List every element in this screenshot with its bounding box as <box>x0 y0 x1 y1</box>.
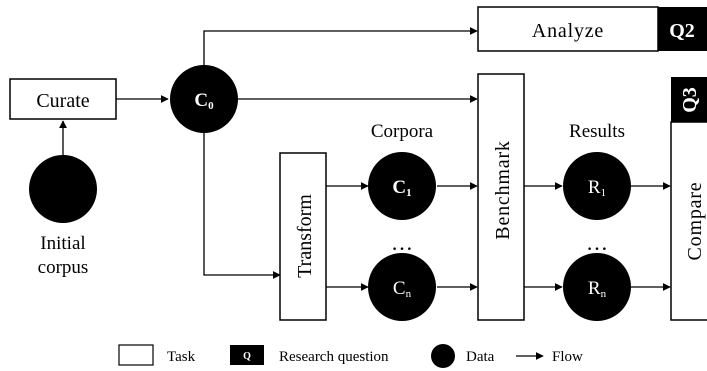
task-curate-label: Curate <box>36 90 89 112</box>
corpora-ellipsis: … <box>391 230 413 255</box>
data-node-c0: C0 <box>170 65 238 133</box>
q3-label: Q3 <box>679 87 701 113</box>
q2-label: Q2 <box>669 20 695 42</box>
r1-subscript: 1 <box>601 187 607 199</box>
svg-text:R1: R1 <box>588 177 606 199</box>
rn-letter: R <box>588 278 601 299</box>
cn-subscript: n <box>406 288 412 300</box>
c1-letter: C <box>392 177 406 198</box>
results-ellipsis: … <box>586 230 608 255</box>
legend-data-label: Data <box>466 349 495 365</box>
legend-research-question-swatch <box>230 345 264 365</box>
legend: Task Q Research question Data Flow <box>118 344 583 368</box>
c0-letter: C <box>194 90 208 111</box>
legend-task-label: Task <box>167 349 196 365</box>
initial-corpus-node <box>29 155 97 223</box>
task-transform: Transform <box>279 152 327 321</box>
legend-research-question-icon: Q <box>243 351 251 362</box>
flow-arrows <box>59 27 671 291</box>
svg-text:Rn: Rn <box>588 278 607 300</box>
research-question-q3: Q3 <box>671 77 707 122</box>
c0-subscript: 0 <box>208 100 214 112</box>
task-compare-label: Compare <box>684 182 706 261</box>
task-analyze: Analyze <box>477 6 659 52</box>
svg-text:C1: C1 <box>392 177 411 199</box>
task-compare: Compare <box>670 121 707 321</box>
flow-c0-to-transform <box>203 133 281 279</box>
data-node-r1: R1 <box>563 152 631 220</box>
data-node-rn: Rn <box>563 253 631 321</box>
task-benchmark-label: Benchmark <box>492 140 514 239</box>
task-curate: Curate <box>9 78 117 120</box>
initial-corpus-label-line2: corpus <box>38 257 89 278</box>
r1-letter: R <box>588 177 601 198</box>
flow-c0-to-analyze <box>203 27 478 66</box>
legend-data-swatch <box>431 344 455 368</box>
research-question-q2: Q2 <box>658 7 707 51</box>
cn-letter: C <box>393 278 406 299</box>
corpora-header: Corpora <box>371 121 434 142</box>
legend-research-question-label: Research question <box>279 349 389 365</box>
c1-subscript: 1 <box>406 187 412 199</box>
task-analyze-label: Analyze <box>532 20 604 42</box>
svg-text:C0: C0 <box>194 90 214 112</box>
rn-subscript: n <box>601 288 607 300</box>
initial-corpus-label-line1: Initial <box>40 233 85 254</box>
data-node-c1: C1 <box>368 152 436 220</box>
data-node-cn: Cn <box>368 253 436 321</box>
results-header: Results <box>569 121 625 142</box>
svg-text:Cn: Cn <box>393 278 412 300</box>
task-transform-label: Transform <box>294 194 316 278</box>
task-benchmark: Benchmark <box>477 73 525 321</box>
legend-task-swatch <box>118 344 154 366</box>
legend-flow-label: Flow <box>552 349 583 365</box>
